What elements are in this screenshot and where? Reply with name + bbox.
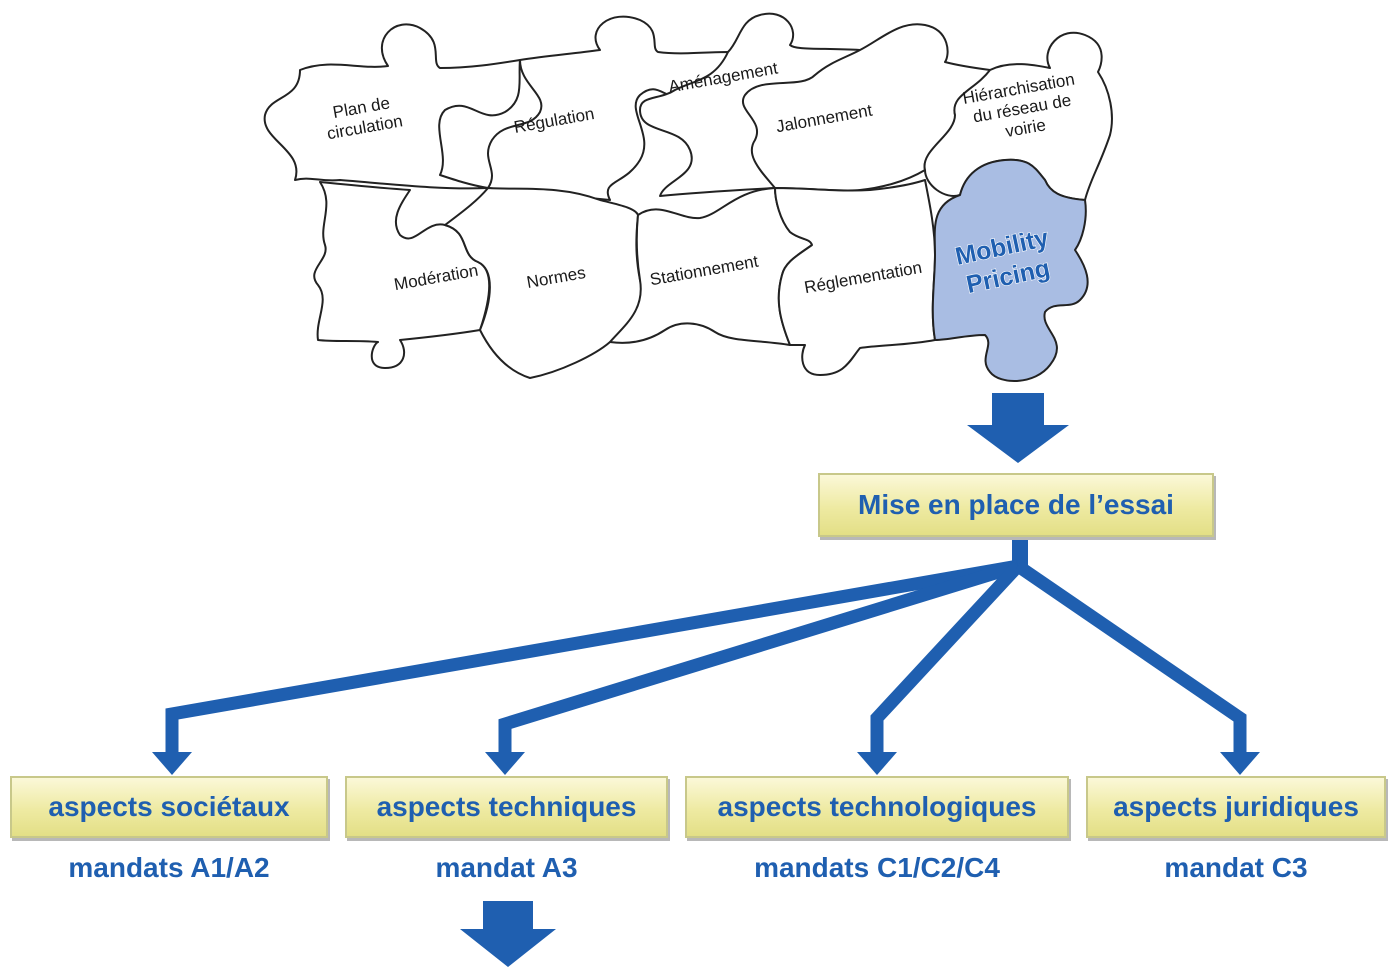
center-box: Mise en place de l’essai [818,473,1214,537]
branch-box-techniques: aspects techniques [345,776,668,838]
arrowhead-techniques [485,752,525,775]
arrowhead-societaux [152,752,192,775]
branch-label-juridiques: aspects juridiques [1113,791,1359,822]
puzzle-piece-reglementation [774,179,936,376]
branch-label-techniques: aspects techniques [376,791,637,822]
mandat-techniques: mandat A3 [435,852,578,883]
connector-technologiques [870,561,1023,760]
mandat-technologiques: mandats C1/C2/C4 [754,852,1000,883]
puzzle-piece-mobility-pricing [931,158,1089,383]
puzzle-piece-plan-de-circulation [263,23,521,190]
branch-label-technologiques: aspects technologiques [717,791,1037,822]
puzzle [263,12,1113,383]
puzzle-piece-regulation [487,15,729,201]
branch-box-technologiques: aspects technologiques [685,776,1069,838]
mandat-societaux: mandats A1/A2 [68,852,270,883]
arrowhead-technologiques [857,752,897,775]
down-arrow-main [967,393,1069,463]
connector-societaux [165,559,1020,760]
center-stem [1012,540,1028,566]
branch-box-societaux: aspects sociétaux [10,776,328,838]
center-box-label: Mise en place de l’essai [858,489,1174,520]
arrowhead-juridiques [1220,752,1260,775]
mandat-juridiques: mandat C3 [1164,852,1308,883]
connector-techniques [498,559,1020,760]
puzzle-piece-jalonnement [742,23,991,192]
branch-label-societaux: aspects sociétaux [48,791,290,822]
puzzle-piece-moderation [313,181,491,369]
branch-box-juridiques: aspects juridiques [1086,776,1386,838]
connector-juridiques [1014,560,1247,760]
down-arrow-bottom [460,901,556,967]
